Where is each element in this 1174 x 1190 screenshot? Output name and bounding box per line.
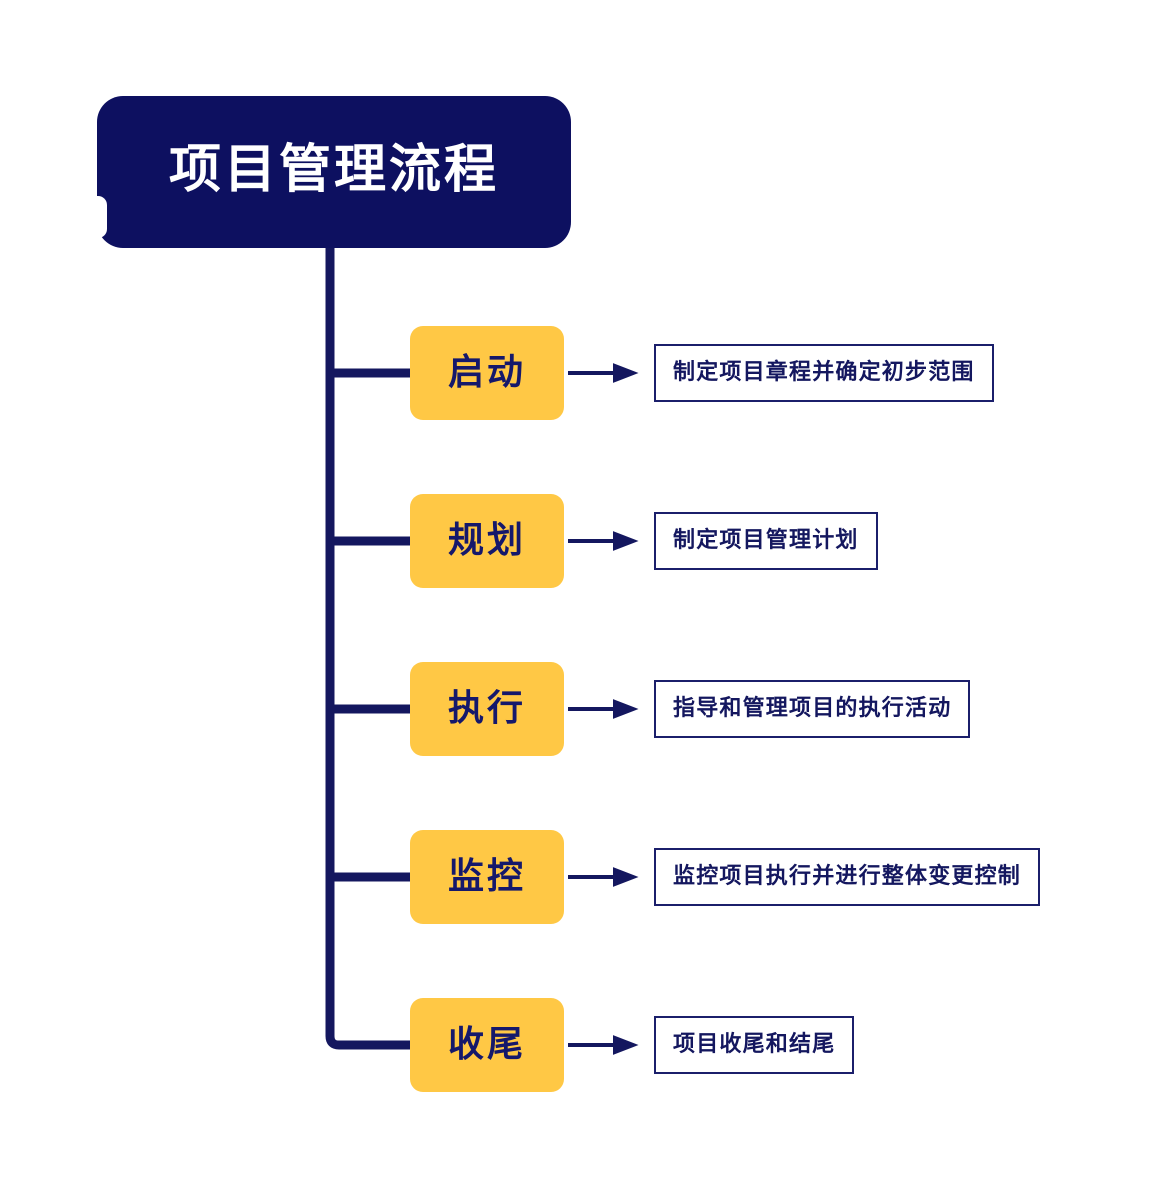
stage-label-4: 监控 [447, 856, 526, 897]
stage-label-1: 启动 [447, 352, 526, 393]
root-node-title[interactable]: 项目管理流程 [97, 96, 571, 248]
stage-node-2[interactable]: 规划 [410, 494, 564, 588]
description-label-4: 监控项目执行并进行整体变更控制 [673, 864, 1022, 889]
stage-label-2: 规划 [447, 520, 526, 561]
description-node-2[interactable]: 制定项目管理计划 [654, 512, 878, 570]
stage-label-3: 执行 [447, 688, 526, 729]
stage-label-5: 收尾 [447, 1024, 526, 1065]
description-label-2: 制定项目管理计划 [673, 528, 859, 553]
description-label-5: 项目收尾和结尾 [673, 1032, 836, 1057]
stage-node-1[interactable]: 启动 [410, 326, 564, 420]
description-node-1[interactable]: 制定项目章程并确定初步范围 [654, 344, 994, 402]
description-label-1: 制定项目章程并确定初步范围 [673, 360, 975, 385]
description-node-5[interactable]: 项目收尾和结尾 [654, 1016, 855, 1074]
root-node-notch [93, 196, 107, 238]
stage-node-5[interactable]: 收尾 [410, 998, 564, 1092]
description-node-3[interactable]: 指导和管理项目的执行活动 [654, 680, 971, 738]
description-node-4[interactable]: 监控项目执行并进行整体变更控制 [654, 848, 1041, 906]
stage-node-3[interactable]: 执行 [410, 662, 564, 756]
diagram-title: 项目管理流程 [168, 140, 499, 200]
description-label-3: 指导和管理项目的执行活动 [673, 696, 952, 721]
stage-node-4[interactable]: 监控 [410, 830, 564, 924]
